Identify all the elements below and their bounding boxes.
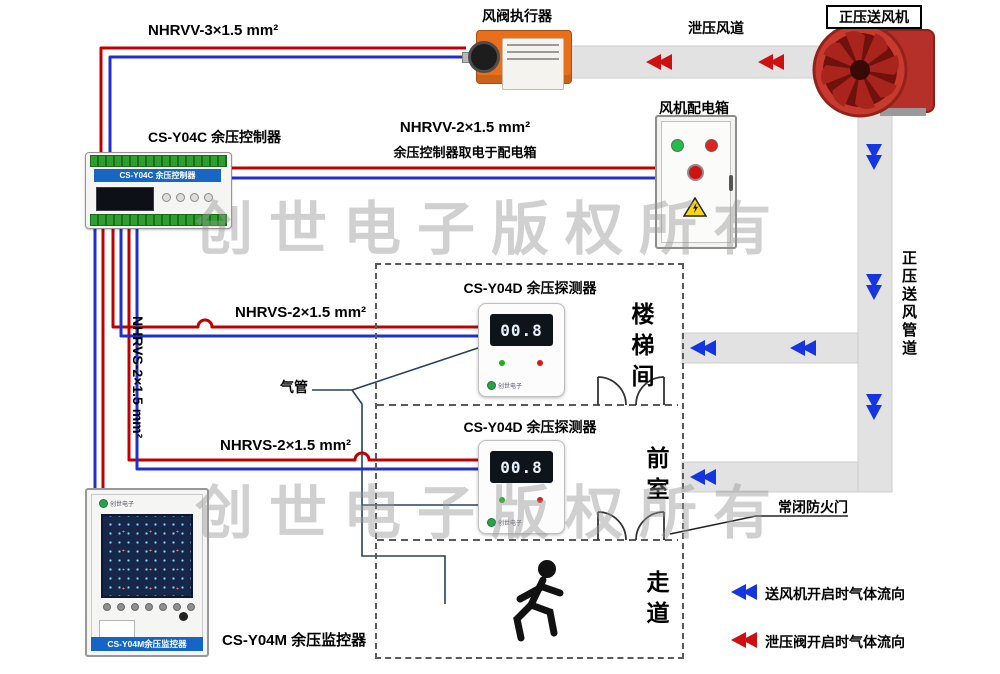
actuator-motor [468, 41, 500, 73]
legend-relief-text: 泄压阀开启时气体流向 [765, 634, 905, 650]
relief-duct-shape [569, 45, 833, 79]
pressure-monitor-device: 创世电子 CS-Y04M余压监控器 [85, 488, 209, 657]
detector-title-2: CS-Y04D 余压探测器 [463, 419, 597, 435]
brand-logo-icon [487, 381, 496, 390]
red-led [537, 497, 543, 503]
pressure-controller-device: CS-Y04C 余压控制器 [85, 152, 232, 229]
monitor-buttons [103, 603, 195, 611]
brand-logo-icon [487, 518, 496, 527]
room-label-stairwell: 楼梯间 [628, 302, 654, 395]
pressure-detector-device-2: 00.8 创世电子 [478, 440, 565, 534]
detector-display: 00.8 [490, 451, 553, 483]
actuator-body [476, 30, 572, 90]
damper-actuator-device [462, 28, 572, 90]
lock-knob [179, 612, 188, 621]
cable-nhrvs-label-vertical: NHRVS-2×1.5 mm² [130, 316, 146, 439]
cable-power-label-2: 余压控制器取电于配电箱 [393, 145, 537, 160]
green-led [499, 497, 505, 503]
door-handle [729, 175, 733, 191]
fire-door-pointer-line [669, 515, 848, 535]
blue-wires [93, 55, 656, 488]
power-box-panel [661, 121, 731, 243]
controller-screen [96, 187, 154, 211]
terminal-strip-top [90, 155, 227, 167]
controller-buttons [162, 193, 213, 202]
fan-title: 正压送风机 [826, 5, 922, 29]
relief-duct-label: 泄压风道 [688, 20, 744, 36]
brand-logo: 创世电子 [487, 381, 522, 390]
red-push-button [687, 164, 704, 181]
legend-relief-arrow-icon [731, 632, 757, 648]
fan-power-box-device [655, 115, 737, 249]
vertical-supply-duct-shape [857, 109, 893, 493]
green-indicator-lamp [671, 139, 684, 152]
red-indicator-lamp [705, 139, 718, 152]
red-wires [99, 46, 656, 488]
brand-logo-text: 创世电子 [110, 502, 135, 508]
brand-logo-text: 创世电子 [498, 384, 523, 390]
monitor-led-screen [101, 514, 193, 598]
brand-logo-icon [99, 499, 108, 508]
actuator-nameplate [502, 38, 564, 90]
controller-model-band: CS-Y04C 余压控制器 [94, 169, 221, 182]
monitor-model-band: CS-Y04M余压监控器 [91, 637, 203, 651]
actuator-label: 风阀执行器 [482, 8, 552, 24]
air-tube-lines [312, 347, 479, 604]
detector-reading: 00.8 [500, 457, 543, 477]
room-label-corridor: 走道 [643, 570, 669, 632]
supply-fan-image [812, 22, 935, 118]
fire-door-symbols [597, 376, 665, 541]
controller-label: CS-Y04C 余压控制器 [148, 129, 282, 145]
detector-reading: 00.8 [500, 320, 543, 340]
warning-sticker-icon [683, 197, 707, 217]
running-person-icon [513, 560, 564, 642]
monitor-label: CS-Y04M 余压监控器 [222, 632, 367, 649]
air-tube-label: 气管 [280, 379, 308, 395]
legend-supply-text: 送风机开启时气体流向 [765, 586, 905, 602]
cable-nhrvs-label-1: NHRVS-2×1.5 mm² [235, 304, 367, 321]
pressure-detector-device-1: 00.8 创世电子 [478, 303, 565, 397]
room-divider-lines [377, 404, 678, 541]
brand-logo-text: 创世电子 [498, 521, 523, 527]
legend-supply-arrow-icon [731, 584, 757, 600]
room-label-front: 前室 [643, 446, 669, 508]
supply-duct-label: 正压送风管道 [900, 250, 917, 358]
rooms-boundary [375, 263, 684, 659]
dist-box-label: 风机配电箱 [659, 100, 729, 116]
brand-logo: 创世电子 [99, 499, 134, 508]
cable-power-label-1: NHRVV-2×1.5 mm² [399, 119, 531, 136]
fire-door-label: 常闭防火门 [778, 499, 848, 515]
brand-logo: 创世电子 [487, 518, 522, 527]
red-led [537, 360, 543, 366]
terminal-strip-bottom [90, 214, 227, 226]
detector-display: 00.8 [490, 314, 553, 346]
detector-title-1: CS-Y04D 余压探测器 [463, 280, 597, 296]
cable-nhrvs-label-2: NHRVS-2×1.5 mm² [220, 437, 352, 454]
green-led [499, 360, 505, 366]
cable-label-top: NHRVV-3×1.5 mm² [148, 22, 279, 39]
